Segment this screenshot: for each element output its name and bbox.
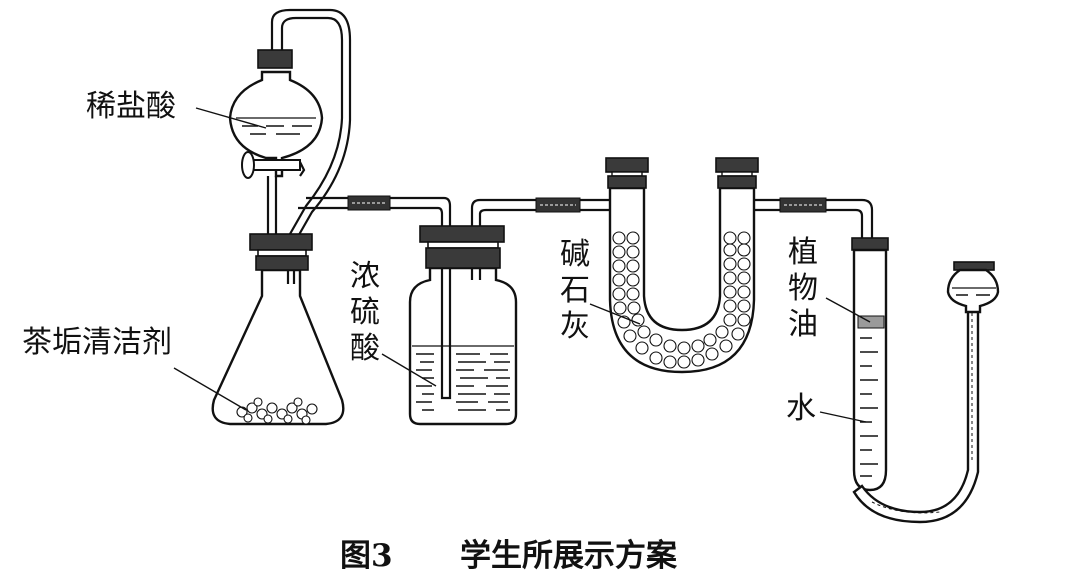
- label-water: 水: [786, 391, 816, 426]
- soda-lime-granules: [612, 231, 751, 369]
- label-soda-lime-3: 灰: [560, 309, 590, 344]
- conical-flask: [211, 233, 345, 426]
- figure-number: 图3: [340, 538, 393, 574]
- label-veg-oil-2: 物: [788, 271, 818, 306]
- label-veg-oil-1: 植: [788, 235, 818, 270]
- label-conc-h2so4-1: 浓: [350, 259, 380, 294]
- tea-cleaner-solid: [236, 397, 318, 425]
- label-conc-h2so4-3: 酸: [350, 331, 380, 366]
- label-veg-oil-3: 油: [788, 307, 818, 342]
- u-tube: [605, 157, 759, 374]
- label-conc-h2so4-2: 硫: [350, 295, 380, 330]
- rubber-connector-1: [347, 195, 391, 211]
- levelling-bulb: [946, 261, 1000, 314]
- rubber-connector-3: [779, 197, 827, 213]
- stopcock-icon: [241, 151, 306, 179]
- gas-burette: [851, 237, 889, 492]
- label-soda-lime-2: 石: [560, 273, 590, 308]
- label-tea-cleaner: 茶垢清洁剂: [22, 325, 172, 360]
- rubber-connector-2: [535, 197, 581, 213]
- figure-title: 学生所展示方案: [460, 538, 678, 574]
- wash-bottle: [408, 225, 518, 426]
- label-dilute-hcl: 稀盐酸: [86, 89, 176, 124]
- label-soda-lime-1: 碱: [560, 237, 590, 272]
